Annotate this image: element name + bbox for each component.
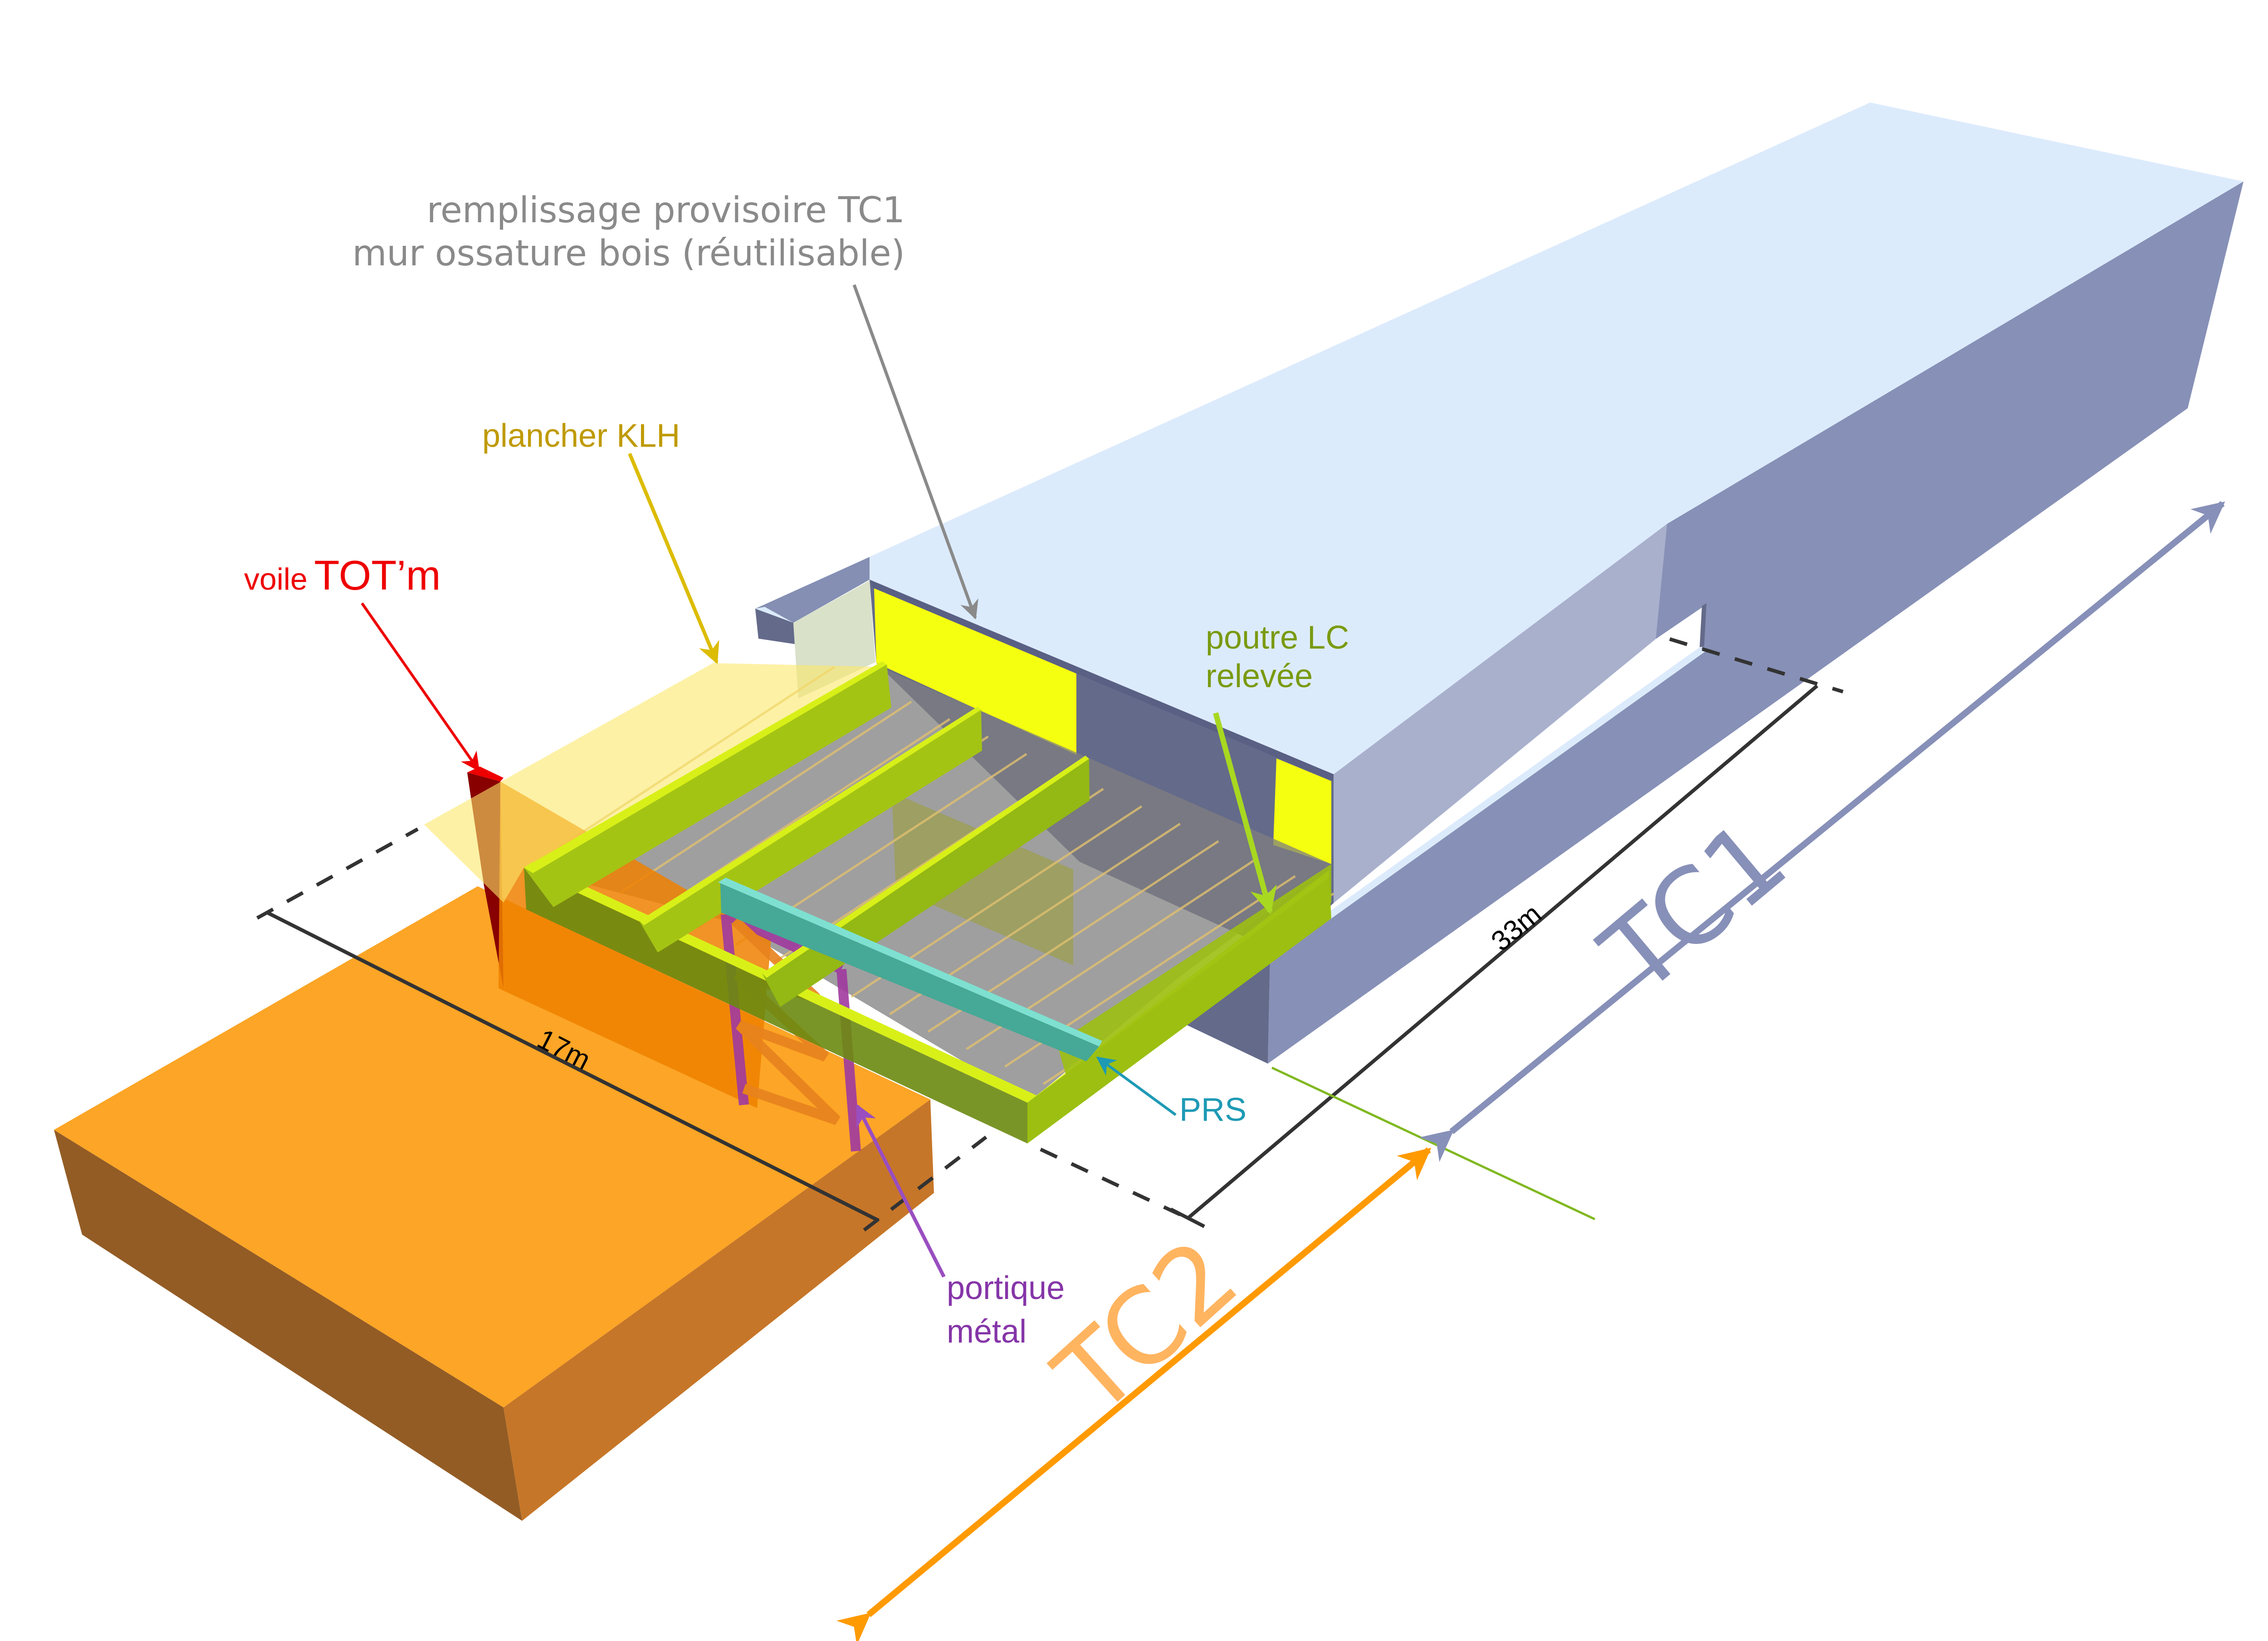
tc1-label: TC1 [1580,798,1809,1017]
voile-callout-arrow [361,602,480,772]
tc2-volume-left-face [54,1130,522,1521]
portique-label-line1: portique [947,1270,1065,1306]
prs-beam-side [720,883,1099,1061]
prs-beam-top [718,878,1102,1046]
portique-right-leg [836,969,861,1152]
tc1-arrow [1419,501,2225,1162]
dimension-33m-label: 33m [1486,898,1548,957]
infill-wall-back [874,588,1076,755]
voile-label-prefix: voile [244,562,308,596]
dimension-17m-line [266,911,880,1222]
plancher-label: plancher KLH [482,418,680,454]
infill-wall-right [1273,758,1331,864]
poutre-label-line2: relevée [1206,658,1313,694]
dimension-17m-ext-left [256,827,419,920]
voile-label: voile TOT’m [244,552,441,599]
prs-beam [718,878,1102,1061]
plancher-callout-arrow [628,453,719,664]
prs-callout-arrow [1096,1056,1177,1116]
remplissage-callout-arrow [852,284,978,620]
portique-left-leg [721,913,749,1106]
cross-beam-3-top [762,756,1089,978]
poutre-label-line1: poutre LC [1206,620,1349,656]
tc2-label: TC2 [1033,1216,1261,1438]
dimension-33m-ext-bottom [1040,1148,1182,1217]
tc1-interior-lip [870,580,1334,781]
tc2-arrow [836,1147,1432,1641]
prs-label: PRS [1179,1092,1246,1128]
poutre-lc-relevee [1057,864,1331,1075]
tc2-volume-right-face [503,1099,934,1521]
remplissage-label-line1: remplissage provisoire TC1 [427,190,905,231]
tc1-volume-left-rim-side [755,609,795,644]
remplissage-label-line2: mur ossature bois (réutilisable) [352,233,905,274]
tc1-lower-front-face [1181,954,1270,1064]
klh-plank-line [620,700,912,894]
cross-beam-1 [524,664,891,907]
alignment-line [1271,1066,1596,1221]
plancher-klh-plane [424,663,880,903]
poutre-callout-arrow [1213,712,1277,914]
tc1-volume-left-rim [755,557,870,623]
tc1-volume-top-face [755,103,2244,774]
cross-beam-1-top [524,661,887,873]
voile-label-name: TOT’m [314,552,440,599]
portique-label-line2: métal [947,1314,1026,1350]
cross-beam-2-top [639,707,981,925]
portique-callout-arrow [855,1104,946,1278]
